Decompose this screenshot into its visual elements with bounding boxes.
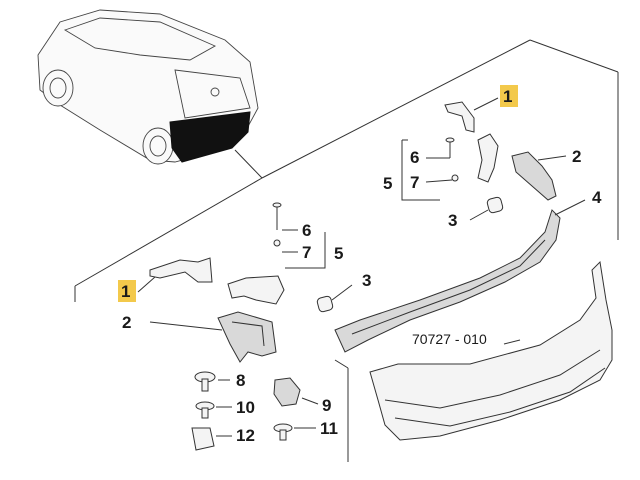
callout-4: 4 [592,188,602,207]
callouts: 1 1 2 2 3 3 4 5 5 6 6 7 7 8 9 10 11 12 7… [118,85,602,445]
callout-6-lower: 6 [302,221,311,240]
part-3-lower [316,284,353,313]
callout-12: 12 [236,426,255,445]
part-10-screw [195,401,232,419]
bumper-cover [369,260,613,441]
callout-1-upper: 1 [503,87,512,106]
part-9-nut [273,377,319,407]
part-1-lower [137,257,213,293]
drawing-code: 70727 - 010 [412,331,487,347]
callout-bracket-lower [282,229,326,269]
part-7-pin-upper [451,174,459,182]
callout-2-lower: 2 [122,313,131,332]
part-2-lower [149,311,277,363]
part-8-screw [194,371,230,392]
vehicle-illustration [37,9,259,165]
callout-3-upper: 3 [448,211,457,230]
callout-7-lower: 7 [302,243,311,262]
callout-8: 8 [236,371,245,390]
part-11-screw [273,423,316,441]
part-1-upper [444,97,499,133]
callout-11: 11 [320,419,338,438]
callout-bracket-upper [401,139,453,201]
callout-2-upper: 2 [572,147,581,166]
part-7-pin-lower [273,239,281,247]
callout-3-lower: 3 [362,271,371,290]
part-5-upper [477,133,499,183]
callout-6-upper: 6 [410,148,419,167]
callout-5-lower: 5 [334,244,343,263]
part-3-upper [469,196,504,221]
drawing-code-leader [503,339,521,345]
part-12-clip [191,427,232,451]
highlight-1-upper [500,85,518,107]
part-2-upper [511,151,567,201]
callout-7-upper: 7 [410,173,419,192]
callout-1-lower: 1 [121,282,130,301]
frame-lines [74,39,619,462]
part-5-lower [227,275,285,305]
part-6-screw-lower [272,202,282,230]
callout-9: 9 [322,396,331,415]
part-6-screw-upper [445,137,455,158]
callout-10: 10 [236,398,255,417]
part-4-reinforcement [334,199,586,353]
highlight-1-lower [118,280,136,302]
callout-5-upper: 5 [383,174,392,193]
